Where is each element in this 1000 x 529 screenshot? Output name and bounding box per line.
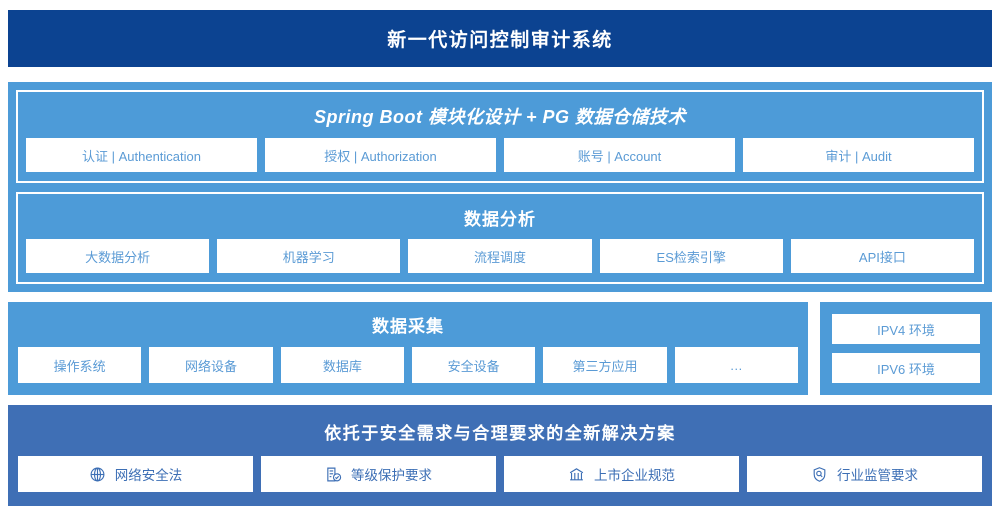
collection-card-label: 操作系统: [53, 358, 106, 374]
collection-card-label: 第三方应用: [572, 358, 638, 374]
solution-card-cybersecurity-law[interactable]: 网络安全法: [18, 456, 253, 492]
analysis-box: 数据分析 大数据分析 机器学习 流程调度 ES检索引擎 API接口: [16, 192, 984, 284]
analysis-card[interactable]: ES检索引擎: [599, 239, 783, 273]
analysis-card[interactable]: 流程调度: [408, 239, 592, 273]
platform-card-row: 认证 | Authentication 授权 | Authorization 账…: [26, 138, 974, 172]
analysis-card-label: API接口: [858, 249, 906, 265]
collection-title: 数据采集: [372, 317, 444, 336]
analysis-card-label: 机器学习: [282, 249, 335, 265]
architecture-panel: Spring Boot 模块化设计 + PG 数据仓储技术 认证 | Authe…: [8, 82, 992, 292]
solution-card-label: 网络安全法: [114, 468, 183, 483]
platform-title: Spring Boot 模块化设计 + PG 数据仓储技术: [313, 107, 686, 127]
environment-card-ipv6[interactable]: IPV6 环境: [832, 353, 980, 383]
collection-card-label: 网络设备: [184, 358, 237, 374]
environment-card-label: IPV6 环境: [877, 361, 935, 377]
globe-icon: [89, 466, 106, 483]
collection-card[interactable]: 网络设备: [149, 347, 273, 383]
platform-card-label: 审计 | Audit: [825, 148, 892, 164]
collection-panel: 数据采集 操作系统 网络设备 数据库 安全设备 第三方应用 …: [8, 302, 808, 395]
solution-title: 依托于安全需求与合理要求的全新解决方案: [324, 424, 676, 443]
platform-card[interactable]: 认证 | Authentication: [26, 138, 257, 172]
analysis-card-label: 大数据分析: [85, 249, 151, 265]
solution-card-industry-regulation[interactable]: 行业监管要求: [747, 456, 982, 492]
shield-search-icon: [811, 466, 828, 483]
environment-card-ipv4[interactable]: IPV4 环境: [832, 314, 980, 344]
solution-card-listed-company[interactable]: 上市企业规范: [504, 456, 739, 492]
document-check-icon: [325, 466, 342, 483]
platform-card[interactable]: 审计 | Audit: [743, 138, 974, 172]
solution-card-grade-protection[interactable]: 等级保护要求: [261, 456, 496, 492]
collection-card-row: 操作系统 网络设备 数据库 安全设备 第三方应用 …: [18, 347, 798, 383]
platform-card[interactable]: 授权 | Authorization: [265, 138, 496, 172]
collection-card[interactable]: 操作系统: [18, 347, 142, 383]
analysis-card-label: ES检索引擎: [656, 249, 726, 265]
environment-card-label: IPV4 环境: [877, 322, 935, 338]
collection-card-label: …: [729, 357, 743, 373]
analysis-card[interactable]: API接口: [790, 239, 975, 273]
solution-card-row: 网络安全法 等级保护要求: [18, 456, 982, 492]
collection-row: 数据采集 操作系统 网络设备 数据库 安全设备 第三方应用 … IPV4 环境 …: [8, 302, 992, 395]
solution-card-label: 行业监管要求: [837, 468, 918, 483]
collection-card[interactable]: 数据库: [280, 347, 404, 383]
platform-card-label: 账号 | Account: [577, 148, 662, 164]
solution-card-label: 上市企业规范: [594, 468, 675, 483]
environments-panel: IPV4 环境 IPV6 环境: [820, 302, 992, 395]
collection-card-label: 安全设备: [447, 358, 500, 374]
analysis-card[interactable]: 机器学习: [217, 239, 401, 273]
solution-panel: 依托于安全需求与合理要求的全新解决方案 网络安全法: [8, 405, 992, 506]
bank-icon: [568, 466, 585, 483]
platform-box: Spring Boot 模块化设计 + PG 数据仓储技术 认证 | Authe…: [16, 90, 984, 183]
collection-card-more[interactable]: …: [674, 347, 798, 383]
analysis-card-label: 流程调度: [474, 249, 527, 265]
page-header: 新一代访问控制审计系统: [8, 10, 992, 67]
collection-card-label: 数据库: [322, 358, 362, 374]
analysis-card-row: 大数据分析 机器学习 流程调度 ES检索引擎 API接口: [26, 239, 975, 273]
collection-card[interactable]: 安全设备: [411, 347, 536, 383]
platform-card[interactable]: 账号 | Account: [504, 138, 735, 172]
analysis-title: 数据分析: [464, 210, 536, 229]
collection-card[interactable]: 第三方应用: [543, 347, 667, 383]
page-title: 新一代访问控制审计系统: [387, 30, 613, 51]
platform-card-label: 认证 | Authentication: [82, 148, 201, 164]
solution-card-label: 等级保护要求: [351, 468, 432, 483]
platform-card-label: 授权 | Authorization: [324, 148, 437, 164]
analysis-card[interactable]: 大数据分析: [26, 239, 210, 273]
